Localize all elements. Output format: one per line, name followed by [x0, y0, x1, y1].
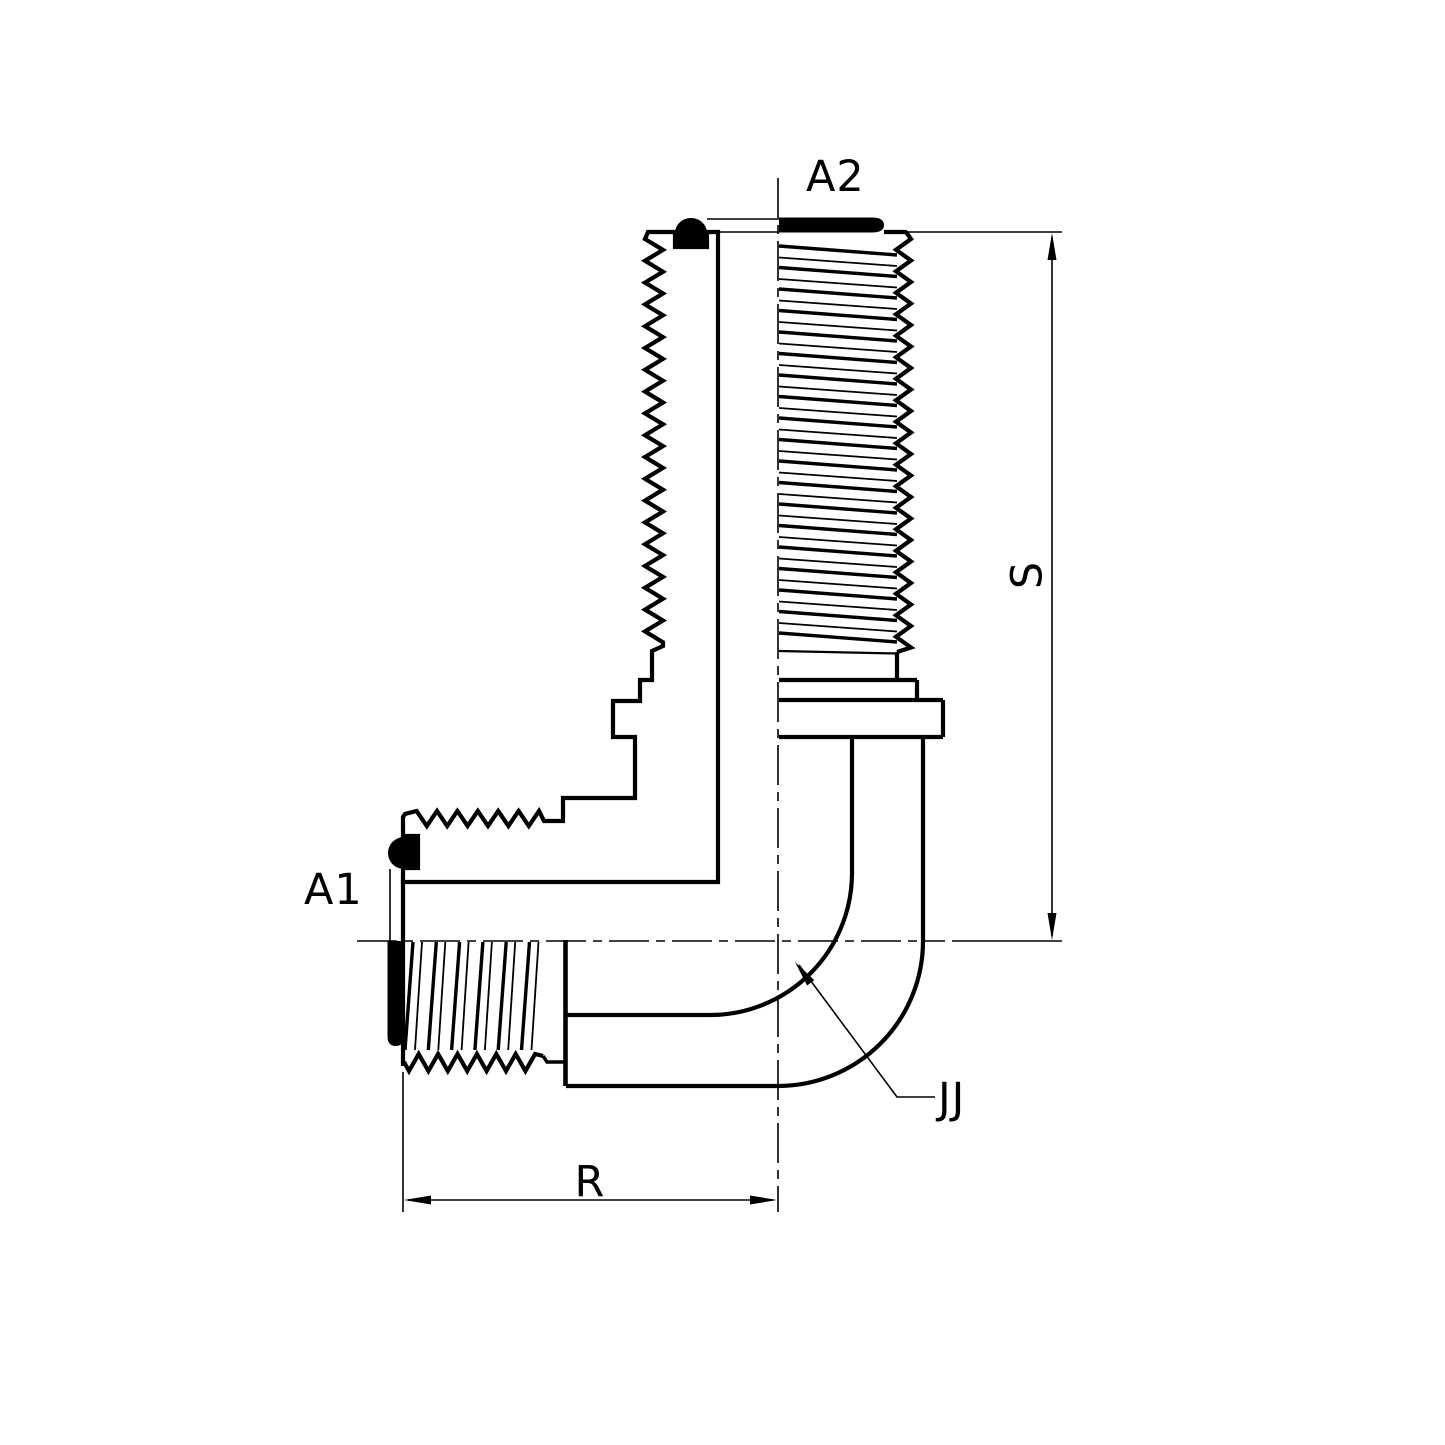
top-oring-section — [675, 218, 707, 247]
side-thread-helix-line — [426, 941, 438, 1051]
side-thread-helix-line — [449, 941, 462, 1051]
top-thread-helix-line — [778, 459, 898, 472]
label-bend-radius-jj: JJ — [935, 1074, 965, 1124]
top-thread-helix-line-thin — [778, 256, 898, 267]
top-thread-helix-line — [778, 244, 898, 257]
dim-s-arrow-bottom — [1047, 913, 1057, 940]
top-thread-crest-silhouette — [892, 230, 916, 654]
label-port-a2: A2 — [806, 152, 865, 202]
top-thread-helix-line — [778, 502, 898, 515]
top-thread-helix-line-thin — [778, 299, 898, 310]
dim-r-arrow-right — [750, 1195, 777, 1205]
top-thread-helix-line — [778, 480, 898, 494]
top-thread-helix-line-thin — [778, 471, 898, 482]
side-thread-helix-line-thin — [530, 941, 540, 1051]
top-thread-helix-line — [778, 588, 898, 601]
top-thread-helix-line-thin — [778, 321, 898, 332]
top-thread-helix-line-thin — [778, 450, 898, 461]
side-thread-helix-line — [473, 941, 485, 1051]
top-thread-helix-line-thin — [778, 557, 898, 568]
side-thread-helix-line-thin — [484, 941, 493, 1051]
side-oring-section — [388, 837, 418, 869]
top-thread-helix-line — [778, 416, 898, 429]
top-thread-helix-line — [778, 609, 898, 623]
side-thread-helix-line-thin — [414, 941, 423, 1051]
thread-runout-line — [778, 649, 898, 655]
side-thread-crest-silhouette — [402, 1049, 544, 1076]
dimension-extension-lines — [402, 231, 1062, 1212]
side-thread-helix-line-thin — [507, 941, 517, 1051]
top-thread-helix-line-thin — [778, 600, 898, 611]
side-thread-helix-line-thin — [460, 941, 470, 1051]
dim-r-arrow-left — [404, 1195, 431, 1205]
top-thread-helix-line — [778, 394, 898, 408]
label-dim-r: R — [575, 1157, 606, 1207]
wrench-flange-profile — [779, 652, 946, 740]
top-oring-edge-view — [779, 217, 884, 233]
top-thread-helix-line-thin — [778, 579, 898, 590]
top-oring-far-edge-lines — [707, 218, 779, 233]
top-thread-helix-line-thin — [778, 364, 898, 375]
top-thread-helix-line — [778, 373, 898, 386]
top-thread-helix-line-thin — [778, 278, 898, 289]
dim-s-arrow-top — [1047, 233, 1057, 260]
side-port-external-threads — [402, 941, 544, 1076]
top-thread-helix-line — [778, 631, 898, 644]
top-thread-helix-line-thin — [778, 385, 898, 396]
top-thread-helix-line-thin — [778, 514, 898, 525]
top-thread-helix-line — [778, 545, 898, 558]
top-thread-helix-line-thin — [778, 622, 898, 633]
bend-inner-silhouette — [566, 737, 855, 1018]
top-thread-helix-line — [778, 287, 898, 300]
top-thread-helix-line — [778, 351, 898, 365]
side-thread-helix-line — [403, 941, 415, 1051]
bend-outer-silhouette — [566, 737, 926, 1089]
top-thread-helix-line-thin — [778, 407, 898, 418]
side-thread-helix-line — [496, 941, 508, 1051]
top-thread-helix-line-thin — [778, 428, 898, 439]
side-thread-helix-line — [519, 941, 532, 1051]
top-thread-helix-line — [778, 566, 898, 580]
jj-leader-arrow — [795, 962, 815, 986]
top-thread-helix-line — [778, 308, 898, 322]
top-thread-helix-line — [778, 265, 898, 279]
side-oring-edge-view — [387, 941, 404, 1046]
top-thread-helix-line-thin — [778, 342, 898, 353]
top-thread-helix-line — [778, 523, 898, 537]
label-port-a1: A1 — [304, 865, 363, 915]
top-thread-helix-line — [778, 330, 898, 343]
label-dim-s: S — [1002, 561, 1052, 589]
side-port-shank-line — [541, 1055, 566, 1064]
top-thread-helix-line-thin — [778, 493, 898, 504]
top-thread-helix-line-thin — [778, 536, 898, 547]
side-thread-helix-line-thin — [437, 941, 447, 1051]
sectioned-body-cross-section — [400, 229, 721, 885]
top-port-external-threads — [778, 230, 916, 654]
top-thread-helix-line — [778, 437, 898, 451]
jj-leader-line — [798, 964, 935, 1098]
